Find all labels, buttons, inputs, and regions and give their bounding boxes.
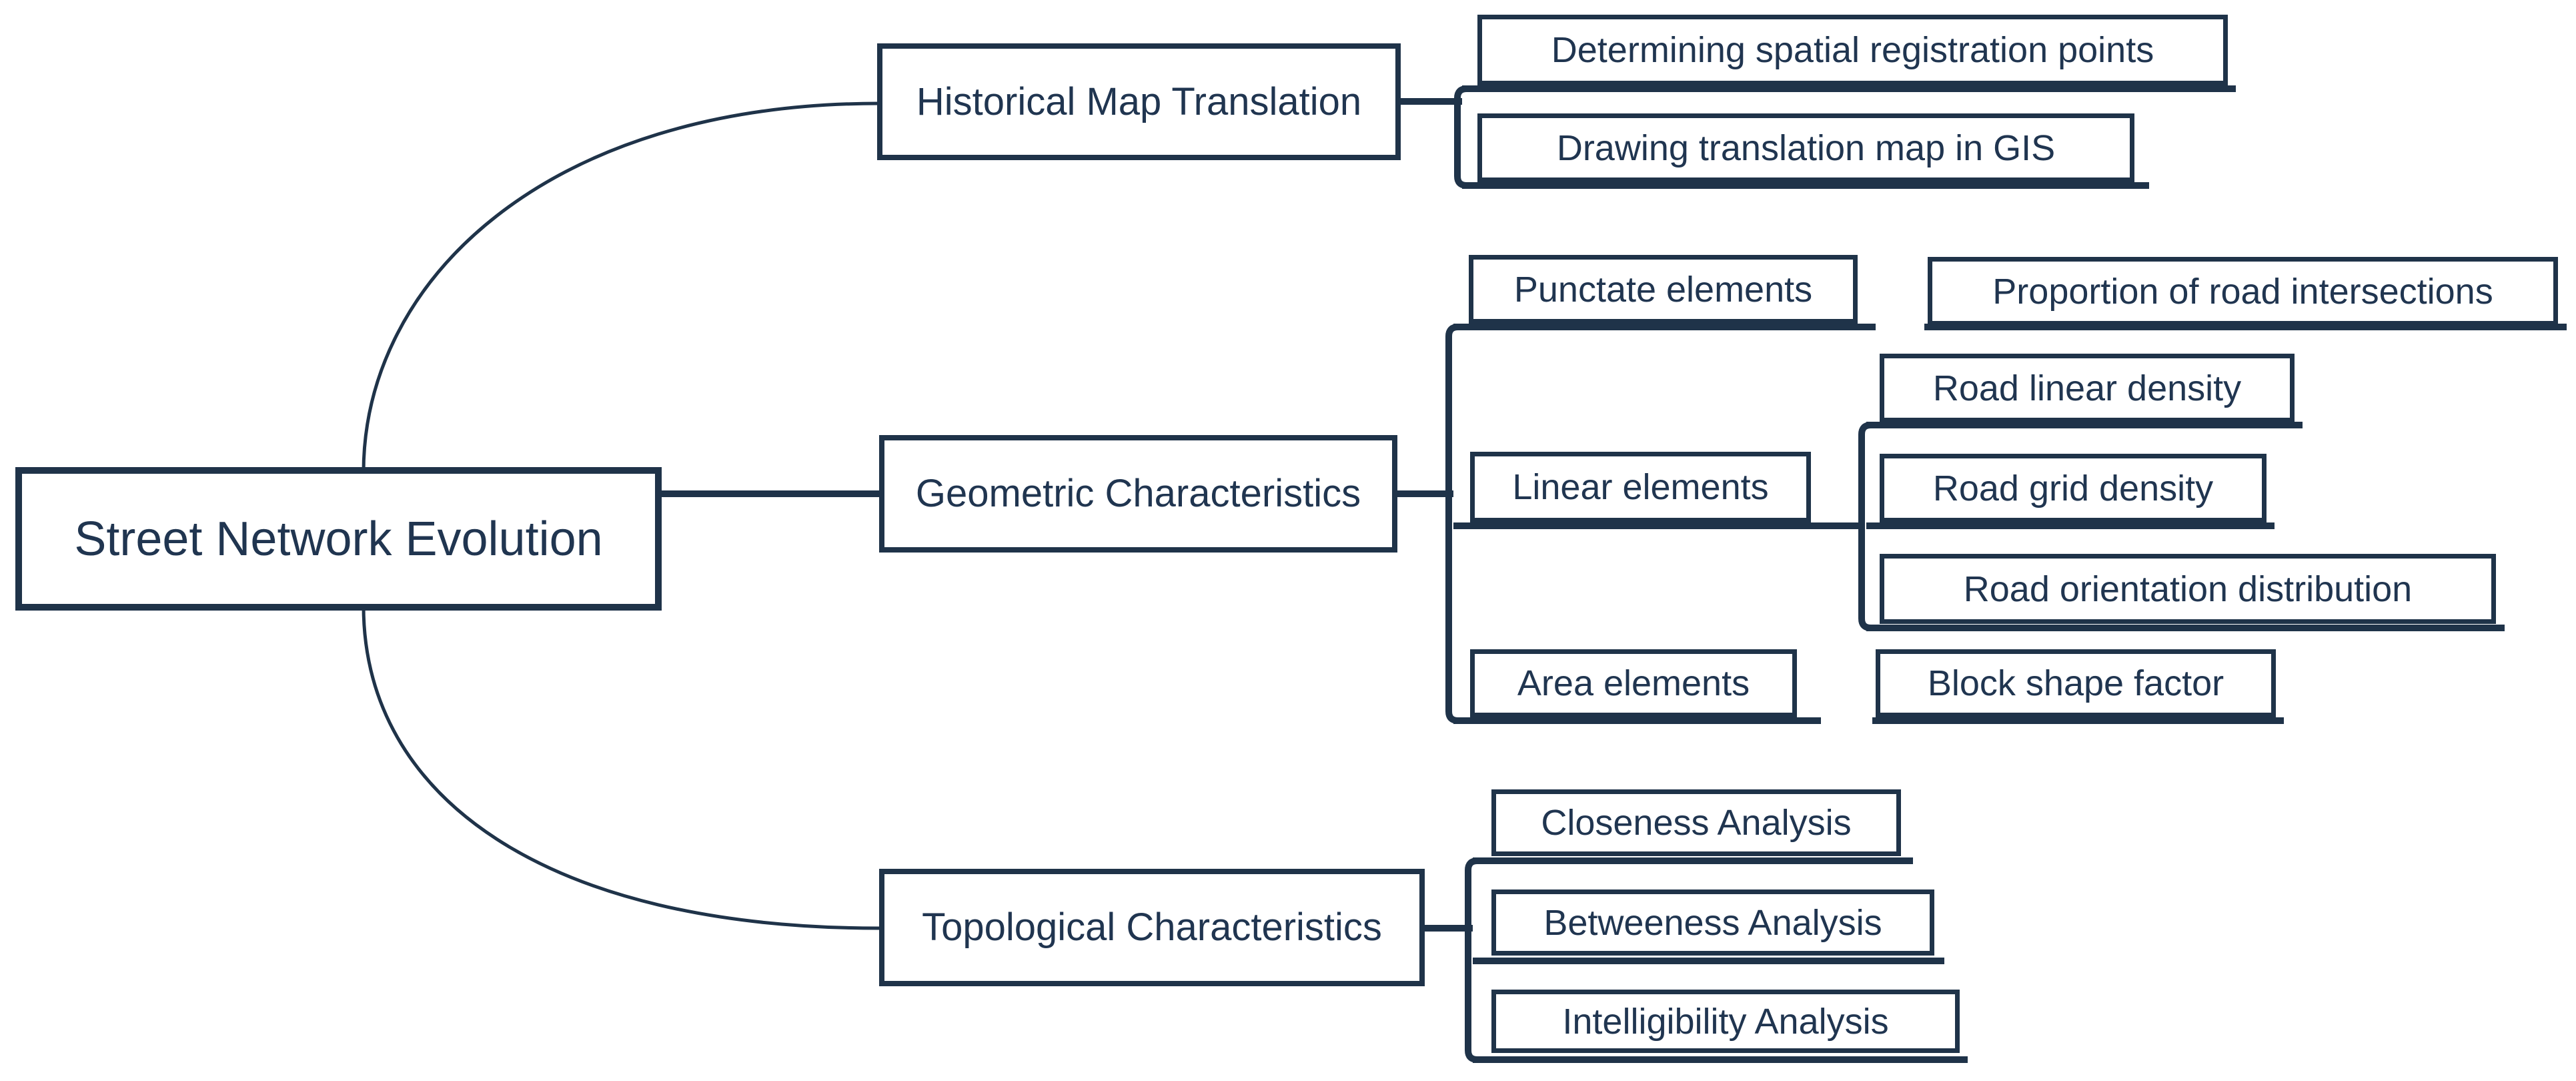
node-topological-characteristics: Topological Characteristics [879,869,1425,986]
node-block-shape-factor: Block shape factor [1876,649,2276,717]
node-proportion-of-road-intersections: Proportion of road intersections [1928,257,2558,326]
node-punctate-elements: Punctate elements [1469,255,1858,324]
node-road-orientation-distribution: Road orientation distribution [1880,554,2496,624]
node-geometric-characteristics: Geometric Characteristics [879,435,1397,553]
node-drawing-translation-map-in-gis: Drawing translation map in GIS [1477,113,2134,182]
curve-root-to-historical [362,101,880,473]
node-betweeness-analysis: Betweeness Analysis [1491,889,1934,956]
node-closeness-analysis: Closeness Analysis [1491,789,1901,856]
node-road-linear-density: Road linear density [1880,354,2295,422]
node-road-grid-density: Road grid density [1880,454,2267,522]
curve-root-to-topological [362,605,880,930]
node-street-network-evolution: Street Network Evolution [15,467,662,611]
bracket-topological-children [1465,857,1478,1063]
bracket-historical-children [1454,85,1467,189]
node-historical-map-translation: Historical Map Translation [877,43,1401,160]
node-area-elements: Area elements [1470,649,1797,717]
node-linear-elements: Linear elements [1470,452,1811,522]
bracket-geometric-children [1445,324,1459,724]
node-intelligibility-analysis: Intelligibility Analysis [1491,990,1960,1053]
node-determining-spatial-registration-points: Determining spatial registration points [1477,15,2228,85]
